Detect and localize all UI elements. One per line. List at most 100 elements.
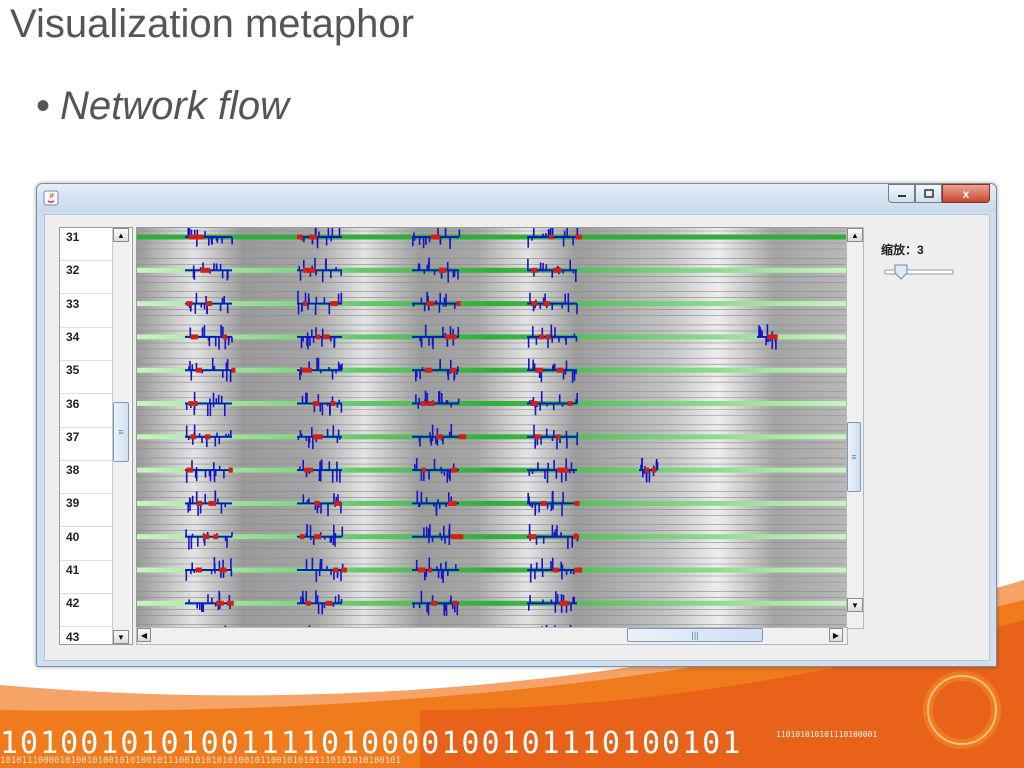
row-header-item[interactable]: 37 <box>60 428 112 461</box>
packet-mark <box>556 594 559 604</box>
canvas-scroll-down-button[interactable]: ▼ <box>847 598 863 612</box>
canvas-horizontal-thumb[interactable]: ||| <box>627 628 763 642</box>
zoom-slider-thumb[interactable] <box>894 264 908 280</box>
packet-mark <box>220 324 222 337</box>
packet-mark <box>448 528 450 537</box>
packet-mark <box>201 436 203 443</box>
packet-mark <box>457 270 459 280</box>
row-header-item[interactable]: 39 <box>60 494 112 528</box>
packet-mark <box>305 590 307 604</box>
alert-mark <box>421 401 427 406</box>
scroll-thumb[interactable]: ≡ <box>113 402 129 462</box>
packet-mark <box>340 570 342 582</box>
packet-mark <box>560 594 563 604</box>
packet-mark <box>201 327 204 337</box>
alert-mark <box>530 301 538 307</box>
packet-mark <box>435 436 437 444</box>
alert-mark <box>305 600 311 606</box>
packet-mark <box>213 557 216 570</box>
footer-binary-small: 110101010101110100001 <box>776 730 878 739</box>
packet-mark <box>440 536 443 541</box>
alert-mark <box>304 467 310 473</box>
canvas-vertical-thumb[interactable]: ≡ <box>847 422 861 492</box>
packet-bar <box>297 602 342 605</box>
alert-mark <box>573 534 580 540</box>
canvas-horizontal-scrollbar[interactable]: ◀ ||| ▶ <box>136 627 848 645</box>
row-header-item[interactable]: 42 <box>60 594 112 628</box>
packet-mark <box>217 394 220 404</box>
row-header-scrollbar[interactable]: ▲ ≡ ▼ <box>112 228 131 644</box>
packet-mark <box>210 237 213 244</box>
canvas-vertical-scrollbar[interactable]: ▲ ≡ ▼ <box>846 227 864 629</box>
zoom-slider[interactable] <box>883 263 959 283</box>
packet-mark <box>195 292 198 304</box>
packet-mark <box>195 491 198 504</box>
packet-bar <box>297 269 342 272</box>
packet-mark <box>217 603 220 611</box>
packet-bar <box>527 402 577 405</box>
packet-mark <box>427 295 429 304</box>
packet-mark <box>539 262 542 271</box>
canvas-scroll-right-button[interactable]: ▶ <box>829 628 843 642</box>
packet-mark <box>331 396 334 404</box>
packet-mark <box>442 570 444 574</box>
packet-mark <box>330 270 332 279</box>
packet-mark <box>563 230 566 237</box>
minimize-button[interactable] <box>888 184 915 203</box>
row-header-item[interactable]: 40 <box>60 528 112 561</box>
row-header-item[interactable]: 36 <box>60 395 112 428</box>
packet-mark <box>570 462 573 471</box>
packet-mark <box>527 336 530 348</box>
packet-mark <box>301 395 304 404</box>
packet-mark <box>554 625 556 628</box>
canvas-scroll-up-button[interactable]: ▲ <box>847 228 863 242</box>
row-header-item[interactable]: 34 <box>60 328 112 361</box>
packet-bar <box>297 469 342 472</box>
title-bar[interactable]: x <box>37 184 996 212</box>
packet-bar <box>185 335 232 338</box>
close-button[interactable]: x <box>942 184 990 203</box>
packet-mark <box>436 436 439 446</box>
packet-mark <box>427 603 430 616</box>
packet-mark <box>551 436 554 441</box>
packet-mark <box>562 370 565 380</box>
packet-mark <box>318 570 321 576</box>
row-header-item[interactable]: 33 <box>60 295 112 328</box>
packet-mark <box>189 327 192 337</box>
packet-mark <box>338 399 340 404</box>
packet-mark <box>446 336 449 347</box>
scroll-down-button[interactable]: ▼ <box>113 630 129 644</box>
packet-mark <box>441 393 443 404</box>
packet-mark <box>333 524 335 537</box>
packet-mark <box>442 570 444 583</box>
packet-mark <box>439 532 441 537</box>
packet-bar <box>185 236 232 238</box>
row-header-item[interactable]: 41 <box>60 561 112 594</box>
row-header-item[interactable]: 38 <box>60 461 112 495</box>
packet-mark <box>334 533 337 537</box>
packet-mark <box>565 458 567 471</box>
network-flow-canvas[interactable] <box>136 227 847 629</box>
alert-mark <box>219 567 227 573</box>
alert-mark <box>562 467 569 473</box>
alert-mark <box>334 500 341 506</box>
row-header-item[interactable]: 35 <box>60 361 112 395</box>
packet-bar <box>527 535 577 538</box>
maximize-button[interactable] <box>915 184 942 203</box>
row-header-item[interactable]: 32 <box>60 261 112 295</box>
packet-mark <box>532 326 534 337</box>
packet-mark <box>645 470 648 483</box>
packet-mark <box>655 460 658 471</box>
packet-mark <box>413 237 416 241</box>
packet-bar <box>297 402 342 405</box>
packet-mark <box>766 324 769 337</box>
alert-mark <box>309 234 317 240</box>
alert-mark <box>448 500 454 506</box>
scroll-up-button[interactable]: ▲ <box>113 228 129 242</box>
row-header-item[interactable]: 43 <box>60 628 112 644</box>
alert-mark <box>644 467 649 473</box>
canvas-scroll-left-button[interactable]: ◀ <box>137 628 151 642</box>
row-header-item[interactable]: 31 <box>60 228 112 261</box>
alert-mark <box>213 534 219 540</box>
packet-mark <box>642 470 644 478</box>
